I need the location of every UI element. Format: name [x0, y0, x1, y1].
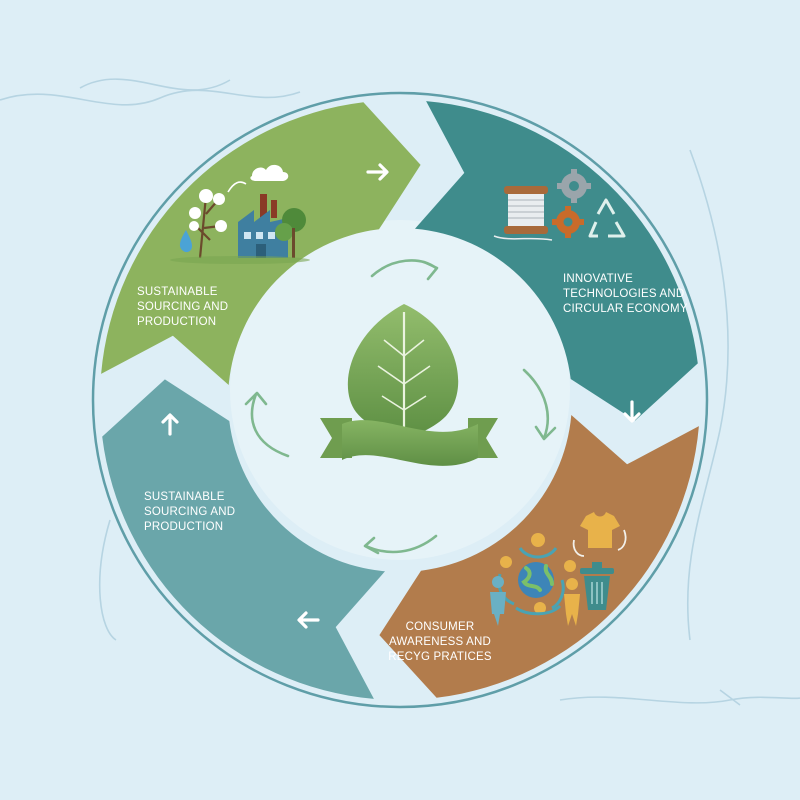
inner-cycle-arrows	[244, 259, 557, 555]
arrow-right-icon	[366, 163, 389, 181]
segment-label-line: PRODUCTION	[137, 316, 216, 328]
segment-label-line: TECHNOLOGIES AND	[563, 288, 684, 300]
cycle-arrow-right	[522, 368, 557, 441]
thread-spool-icon	[493, 186, 553, 241]
person-icon-right	[564, 578, 580, 626]
factory-icon	[238, 194, 288, 258]
cloud-icon	[250, 164, 289, 181]
segment-top-right	[415, 101, 698, 421]
segment-arrows	[161, 163, 641, 629]
process-arrow	[227, 181, 247, 193]
arrow-left-icon	[297, 611, 320, 629]
cycle-arrow-left	[244, 391, 290, 458]
ribbon-banner-icon	[320, 418, 498, 466]
recycle-icon	[588, 198, 626, 238]
segment-label-line: CIRCULAR ECONOMY	[563, 303, 688, 315]
segment-label-line: SUSTAINABLE	[144, 491, 225, 503]
technology-illustration	[493, 169, 626, 241]
globe-icon	[518, 562, 554, 598]
recycling-bin-icon	[580, 562, 614, 610]
segment-label-bottom-right: CONSUMER AWARENESS AND RECYG PRATICES	[388, 621, 492, 663]
segment-label-line: PRODUCTION	[144, 521, 223, 533]
arrow-down-icon	[623, 400, 641, 423]
cycle-arrow-top	[370, 259, 439, 281]
segment-label-line: INNOVATIVE	[563, 273, 633, 285]
segment-label-line: RECYG PRATICES	[388, 651, 492, 663]
segment-label-top-left: SUSTAINABLE SOURCING AND PRODUCTION	[137, 286, 228, 328]
t-shirt-icon	[572, 512, 627, 557]
water-drop-icon	[179, 230, 192, 253]
background-swirls	[0, 78, 800, 706]
segment-label-top-right: INNOVATIVE TECHNOLOGIES AND CIRCULAR ECONO…	[563, 273, 688, 315]
cycle-arrow-bottom	[363, 534, 438, 555]
gear-icon	[552, 169, 591, 238]
person-icon-left	[490, 576, 506, 626]
segment-label-line: SOURCING AND	[144, 506, 235, 518]
segment-label-bottom-left: SUSTAINABLE SOURCING AND PRODUCTION	[144, 491, 235, 533]
segment-label-line: CONSUMER	[406, 621, 475, 633]
cotton-plant-icon	[189, 189, 227, 259]
segment-label-line: AWARENESS AND	[389, 636, 491, 648]
consumer-illustration	[490, 512, 627, 626]
leaf-icon	[347, 304, 459, 440]
segment-label-line: SUSTAINABLE	[137, 286, 218, 298]
segment-label-line: SOURCING AND	[137, 301, 228, 313]
sourcing-illustration	[170, 164, 310, 264]
outer-ring	[91, 91, 709, 709]
tree-icon	[275, 208, 306, 258]
arrow-up-icon	[161, 413, 179, 436]
